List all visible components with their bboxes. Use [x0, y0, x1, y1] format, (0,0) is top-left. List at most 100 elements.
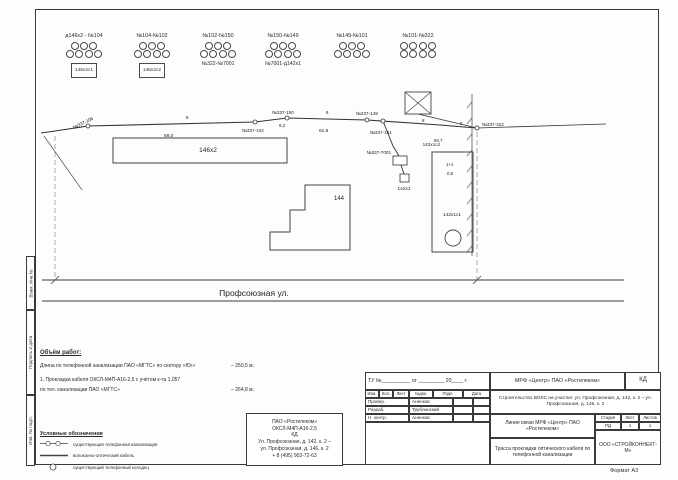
legend-item: волоконно-оптический кабель — [40, 451, 200, 461]
role-cell: Н. контр. — [365, 414, 409, 422]
duct-circles-row — [250, 50, 316, 58]
duct-circle — [357, 42, 366, 50]
building-label: 142х1с1 — [443, 212, 461, 218]
duct-circles-row — [386, 42, 450, 50]
building-144 — [269, 184, 351, 251]
duct-section-3: №102-№150 №322-№7001 — [186, 33, 250, 68]
duct-circle — [348, 42, 356, 50]
duct-circle — [138, 42, 147, 50]
building-label: 144 — [334, 196, 345, 202]
duct-circle — [269, 42, 278, 50]
sheets-label: Листов — [639, 414, 661, 422]
doc-code: КД — [625, 372, 661, 390]
duct-circle — [361, 50, 370, 58]
duct-circles-row — [52, 42, 116, 50]
duct-circle — [70, 42, 79, 50]
scope-line: Длина по телефонной канализации ПАО «МГТ… — [40, 363, 254, 370]
role-cell: Разраб. — [365, 406, 409, 414]
duct-circle — [265, 50, 274, 58]
manhole — [85, 123, 91, 129]
duct-circle — [274, 50, 283, 58]
scope-text: по тел. канализации ПАО «МГТС» — [40, 386, 120, 393]
manhole — [380, 118, 386, 124]
col-izm: Изм. — [365, 390, 379, 398]
side-strip-vzam: Взам. Инв.№ — [26, 256, 35, 310]
duct-section-4: №150-№149 №7001-д142х1 — [250, 33, 316, 68]
signature-cell — [453, 406, 473, 414]
duct-circle — [279, 42, 287, 50]
boundary-hatch — [466, 101, 473, 109]
name-cell: Аненков — [409, 398, 453, 406]
existing-duct-symbol — [40, 439, 70, 449]
side-street-line — [43, 135, 83, 191]
name-cell: Трублинский — [409, 406, 453, 414]
duct-circle — [409, 50, 418, 58]
company-name: ООО «СТРОЙКОННЕКТ-М» — [595, 430, 661, 465]
date-cell — [473, 398, 490, 406]
role-cell: Провер. — [365, 398, 409, 406]
duct-sub-label: №322-№7001 — [201, 61, 235, 67]
distance-label: 1+1 — [446, 162, 454, 167]
manhole — [252, 119, 258, 125]
scope-value: – 264,8 м. — [231, 386, 254, 393]
duct-circle — [148, 42, 156, 50]
legend-item: существующий телефонный колодец — [40, 462, 200, 473]
duct-circles-row — [52, 50, 116, 58]
duct-section-title: №149-№101 — [336, 33, 368, 39]
boundary-hatch — [466, 149, 473, 157]
distance-label: 60,7 — [434, 138, 443, 143]
duct-circle — [334, 50, 343, 58]
stamp-cable-type: ОКСЛ-М4П-А16-2,5 — [272, 425, 317, 432]
duct-circle — [343, 50, 352, 58]
col-ndok: №док. — [409, 390, 433, 398]
manhole-label: №337-7001 — [367, 150, 392, 155]
manhole-label: №337-102 — [242, 128, 264, 133]
boundary-hatch — [466, 229, 473, 237]
col-podp: Подп. — [433, 390, 463, 398]
side-strip-podpis: Подпись и дата — [26, 310, 35, 395]
duct-section-title: №150-№149 — [267, 33, 299, 39]
duct-circles-row — [250, 42, 316, 50]
duct-circle — [157, 42, 166, 50]
legend-title: Условные обозначения — [40, 431, 103, 437]
duct-circle — [418, 50, 427, 58]
duct-box-label: 146х2с1 — [70, 63, 98, 78]
duct-circles-row — [320, 42, 384, 50]
side-strip-label: Взам. Инв.№ — [28, 269, 34, 297]
cable-branch-line — [382, 120, 400, 157]
duct-circles-row — [186, 50, 250, 58]
duct-box-label: 146х2с2 — [138, 63, 166, 78]
duct-section-2: №104-№102 146х2с2 — [120, 33, 184, 78]
manhole-label: №337-101 — [370, 130, 392, 135]
street-label: Профсоюзная ул. — [219, 288, 289, 298]
duct-section-title: №102-№150 — [202, 33, 234, 39]
duct-circle — [400, 42, 409, 50]
cable-route-line — [40, 117, 478, 134]
duct-circle — [80, 42, 88, 50]
distance-label: 0,5 — [447, 171, 454, 176]
duct-section-6: №101-№322 — [386, 33, 450, 58]
title-block: ТУ №__________ от _________ 20____ г. Из… — [365, 372, 661, 465]
boundary-hatch — [466, 117, 473, 125]
col-kol: Кол. — [379, 390, 393, 398]
name-cell: Аненков — [409, 414, 453, 422]
dimension-tick — [50, 275, 60, 285]
duct-circle — [200, 50, 209, 58]
stage-label: Стадия — [595, 414, 621, 422]
duct-circle — [418, 42, 427, 50]
legend-item-label: волоконно-оптический кабель — [73, 453, 135, 459]
duct-section-title: №101-№322 — [402, 33, 434, 39]
duct-section-5: №149-№101 — [320, 33, 384, 58]
duct-circle — [143, 50, 152, 58]
duct-circle — [89, 42, 98, 50]
duct-circles-row — [120, 50, 184, 58]
duct-section-title: №104-№102 — [136, 33, 168, 39]
sheet-value: 1 — [621, 422, 639, 430]
col-list: Лист — [393, 390, 409, 398]
stamp-org: ПАО «Ростелеком» — [271, 418, 318, 425]
building-146x2 — [112, 137, 288, 164]
duct-circle — [134, 50, 143, 58]
format-label: Формат А3 — [610, 468, 639, 474]
tu-number-line: ТУ №__________ от _________ 20____ г. — [365, 372, 490, 390]
